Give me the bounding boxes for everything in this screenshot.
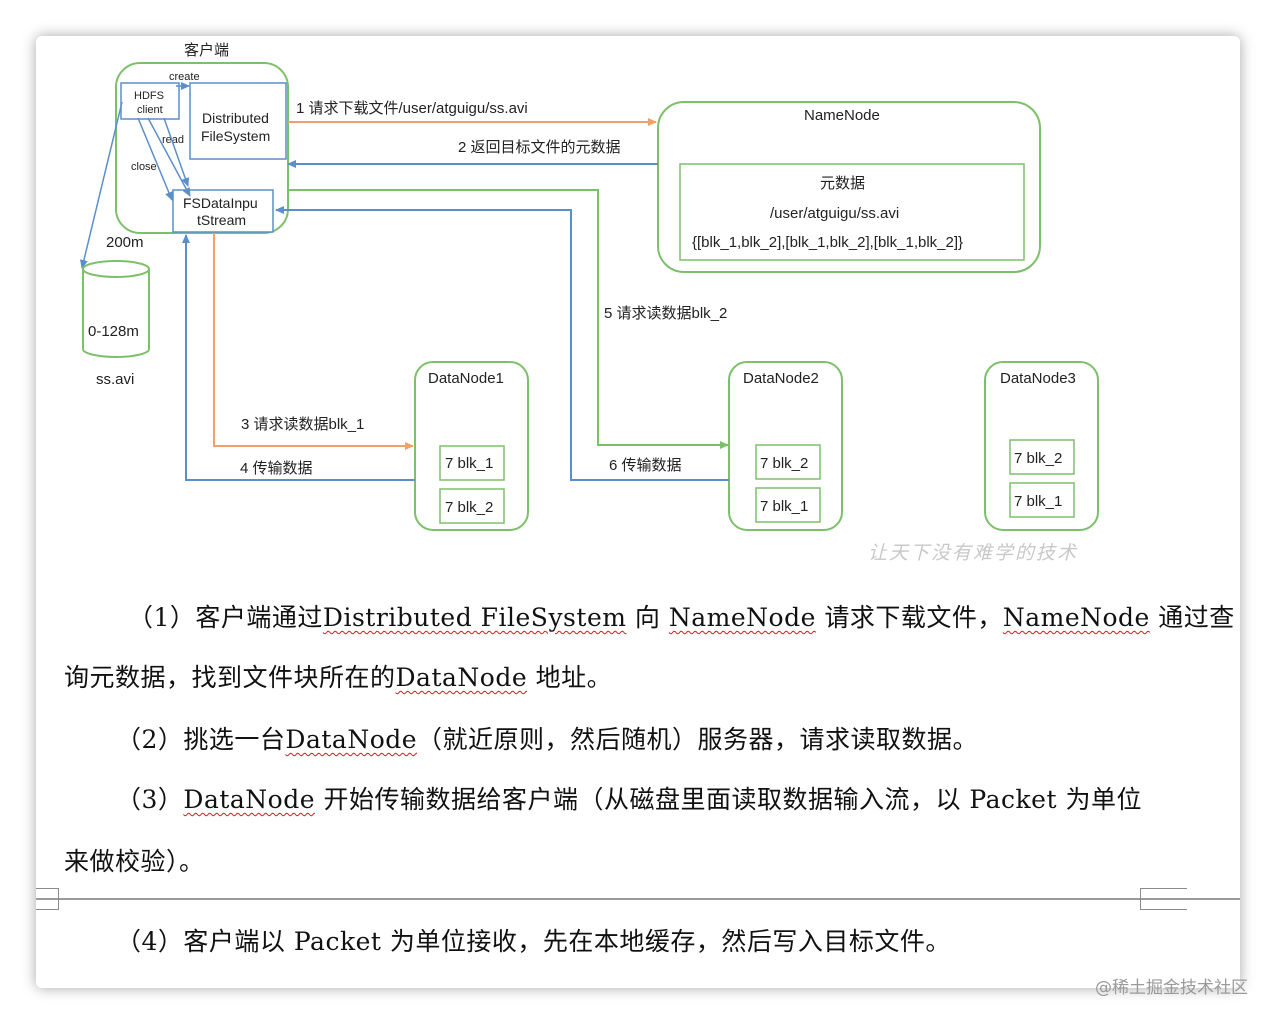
diagram-watermark: 让天下没有难学的技术 xyxy=(868,542,1079,564)
page-corner-left xyxy=(36,888,59,910)
close-arrow xyxy=(137,117,173,201)
step3-arrow xyxy=(213,233,414,450)
hdfs-read-diagram: 客户端 create HDFS client Distributed FileS… xyxy=(79,42,1099,531)
step5-arrow xyxy=(288,189,729,449)
fsdata-box xyxy=(172,189,274,233)
datanode2-block1: 7 blk_2 xyxy=(760,455,808,472)
metadata-title: 元数据 xyxy=(820,175,865,192)
dfs-line1: Distributed xyxy=(202,110,269,126)
disk-label: 0-128m xyxy=(88,323,139,340)
datanode3-block1: 7 blk_2 xyxy=(1014,450,1062,467)
paragraph-1-line-1: （1）客户端通过Distributed FileSystem 向 NameNod… xyxy=(128,603,1235,632)
datanode1-block1: 7 blk_1 xyxy=(445,455,493,472)
metadata-blocks: {[blk_1,blk_2],[blk_1,blk_2],[blk_1,blk_… xyxy=(692,234,963,251)
datanode2-block2: 7 blk_1 xyxy=(760,498,808,515)
datanode3-box xyxy=(984,361,1099,531)
hdfs-client-box xyxy=(120,82,180,120)
datanode1-title: DataNode1 xyxy=(428,370,504,387)
fsdata-line2: tStream xyxy=(197,212,246,228)
page-corner-right xyxy=(1140,888,1187,910)
namenode-title: NameNode xyxy=(804,107,880,124)
close-label: close xyxy=(131,161,157,173)
dfs-line2: FileSystem xyxy=(201,128,270,144)
metadata-box xyxy=(679,163,1025,261)
dfs-box xyxy=(189,82,287,160)
create-label: create xyxy=(169,71,200,83)
datanode2-title: DataNode2 xyxy=(743,370,819,387)
paragraph-3-line-2: 来做校验）。 xyxy=(64,847,205,876)
size-200-label: 200m xyxy=(106,234,144,251)
step3-label: 3 请求读数据blk_1 xyxy=(241,416,364,433)
datanode1-box xyxy=(414,361,529,531)
paragraph-2: （2）挑选一台DataNode（就近原则，然后随机）服务器，请求读取数据。 xyxy=(116,725,979,754)
metadata-path: /user/atguigu/ss.avi xyxy=(770,205,899,222)
hdfs-client-line1: HDFS xyxy=(134,90,164,102)
step6-arrow xyxy=(275,206,729,481)
hdfs-client-line2: client xyxy=(137,104,163,116)
disk-cylinder xyxy=(82,269,150,358)
footer-watermark: @稀土掘金技术社区 xyxy=(1095,978,1248,998)
step2-label: 2 返回目标文件的元数据 xyxy=(458,139,621,156)
client-title: 客户端 xyxy=(184,42,229,59)
client-box xyxy=(115,62,289,234)
step1-label: 1 请求下载文件/user/atguigu/ss.avi xyxy=(296,100,528,117)
internal-arrow xyxy=(147,117,191,197)
datanode2-box xyxy=(728,361,843,531)
datanode3-title: DataNode3 xyxy=(1000,370,1076,387)
step4-arrow xyxy=(182,234,415,481)
datanode1-block2: 7 blk_2 xyxy=(445,499,493,516)
step6-label: 6 传输数据 xyxy=(609,457,682,474)
file-label: ss.avi xyxy=(96,371,134,388)
fsdata-line1: FSDataInpu xyxy=(183,195,258,211)
step4-label: 4 传输数据 xyxy=(240,460,313,477)
page-break-line xyxy=(36,898,1240,900)
document-page: 客户端 create HDFS client Distributed FileS… xyxy=(36,36,1240,988)
paragraph-3-line-1: （3）DataNode 开始传输数据给客户端（从磁盘里面读取数据输入流，以 Pa… xyxy=(116,785,1142,814)
namenode-box xyxy=(657,101,1041,273)
read-label: read xyxy=(162,134,184,146)
paragraph-1-line-2: 询元数据，找到文件块所在的DataNode 地址。 xyxy=(64,663,613,692)
step5-label: 5 请求读数据blk_2 xyxy=(604,305,727,322)
paragraph-4: （4）客户端以 Packet 为单位接收，先在本地缓存，然后写入目标文件。 xyxy=(116,927,951,956)
to-disk-arrow xyxy=(79,101,123,269)
datanode3-block2: 7 blk_1 xyxy=(1014,493,1062,510)
read-arrow xyxy=(163,117,190,187)
